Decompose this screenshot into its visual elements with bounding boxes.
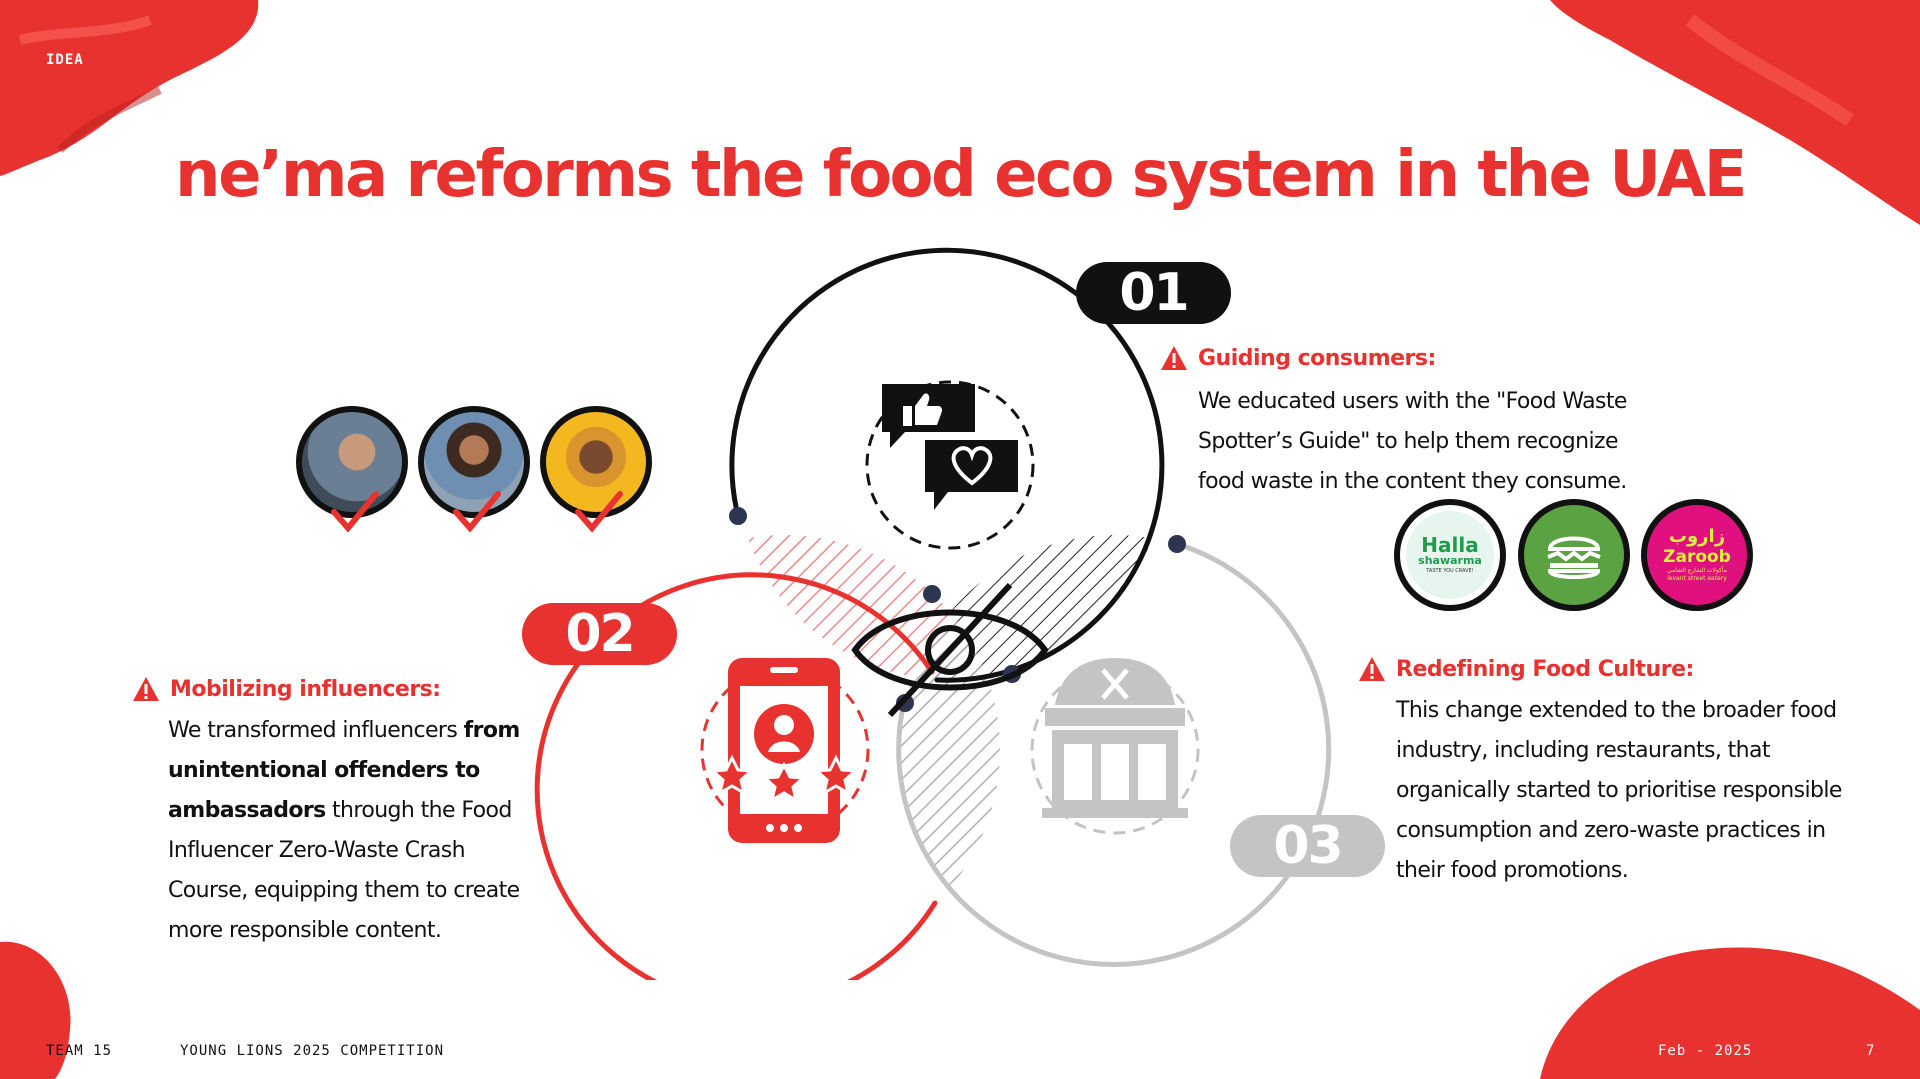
warning-icon [133,677,159,701]
phone-profile-icon [700,658,870,843]
connector-dot [923,585,941,603]
zaroob-logo-arabic-tagline: مأكولات الشارع الشامي [1667,567,1727,574]
warning-icon [1359,657,1385,681]
pillar-02-heading-row: Mobilizing influencers: [132,676,441,702]
zaroob-logo-arabic: زاروب [1668,526,1726,547]
restaurant-icon [1030,658,1200,835]
pillar-03-number: 03 [1230,815,1385,877]
brush-stroke-top-right [1550,0,1920,225]
warning-icon [1161,346,1187,370]
pillar-01-number: 01 [1076,262,1231,324]
connector-dot [1168,535,1186,553]
eye-slash-icon [851,582,1049,718]
overlap-red-black [735,535,1000,680]
text-line: Influencer Zero-Waste Crash [168,838,466,863]
text-segment-bold: from [463,718,521,743]
pillar-02-number: 02 [522,603,677,665]
text-line: Course, equipping them to create [168,878,520,903]
text-segment-bold: unintentional offenders to [168,758,480,783]
checkmark-icon [575,491,623,533]
checkmark-icon [453,491,501,533]
text-line: Spotter’s Guide" to help them recognize [1198,429,1619,454]
page-number: 7 [1866,1043,1876,1059]
zaroob-logo-text: Zaroob [1663,547,1731,567]
halla-logo-tagline: TASTE YOU CRAVE! [1426,568,1474,574]
footer-date: Feb - 2025 [1658,1043,1753,1059]
halla-shawarma-logo: Halla shawarma TASTE YOU CRAVE! [1394,499,1506,611]
burger-brand-logo [1518,499,1630,611]
text-line: We educated users with the "Food Waste [1198,389,1627,414]
text-line: ambassadors through the Food [168,791,520,831]
circle-02-outline [534,572,938,980]
pillar-02-description: We transformed influencers from unintent… [168,711,520,951]
venn-diagram [534,247,1332,980]
star-icon [761,761,807,804]
footer-team: TEAM 15 [46,1043,113,1059]
overlap-black-grey [900,535,1165,680]
pillar-01-description: We educated users with the "Food Waste S… [1198,382,1627,502]
heart-icon [951,446,993,486]
pillar-01-heading-row: Guiding consumers: [1160,345,1436,371]
text-line: food waste in the content they consume. [1198,469,1627,494]
circle-03-outline [896,541,1332,967]
text-line: consumption and zero-waste practices in [1396,818,1826,843]
halla-logo-text: Halla [1421,533,1479,557]
thumbs-up-icon [903,393,942,426]
zaroob-logo: زاروب Zaroob مأكولات الشارع الشامي levan… [1641,499,1753,611]
text-line: organically started to prioritise respon… [1396,778,1842,803]
halla-logo-subtext: shawarma [1418,554,1482,567]
star-icon [813,754,859,797]
pillar-02-heading: Mobilizing influencers: [170,676,441,702]
brush-stroke-top-left [0,0,259,176]
pillar-03-description: This change extended to the broader food… [1396,691,1842,891]
influencer-avatar [418,406,530,518]
text-line: We transformed influencers from [168,711,520,751]
star-icon [709,754,755,797]
text-segment: through the Food [325,798,512,823]
zaroob-logo-tagline: levant street eatery [1667,575,1727,582]
checkmark-icon [331,491,379,533]
text-segment: We transformed influencers [168,718,464,743]
brush-blob-bottom-left [0,941,71,1079]
text-line: unintentional offenders to [168,751,520,791]
text-line: more responsible content. [168,918,442,943]
burger-icon [1547,536,1601,579]
feedback-bubbles-icon [865,380,1035,550]
page-title: ne’ma reforms the food eco system in the… [175,138,1747,212]
section-label: IDEA [46,52,84,68]
pillar-03-heading-row: Redefining Food Culture: [1358,656,1694,682]
influencer-avatar [540,406,652,518]
influencer-avatar [296,406,408,518]
pillar-03-heading: Redefining Food Culture: [1396,656,1694,682]
text-line: This change extended to the broader food [1396,698,1837,723]
text-line: their food promotions. [1396,858,1629,883]
text-line: industry, including restaurants, that [1396,738,1771,763]
pillar-01-heading: Guiding consumers: [1198,345,1436,371]
brush-blob-bottom-right [1540,947,1920,1079]
text-segment-bold: ambassadors [168,798,326,823]
connector-dot [729,507,747,525]
footer-competition: YOUNG LIONS 2025 COMPETITION [180,1043,445,1059]
